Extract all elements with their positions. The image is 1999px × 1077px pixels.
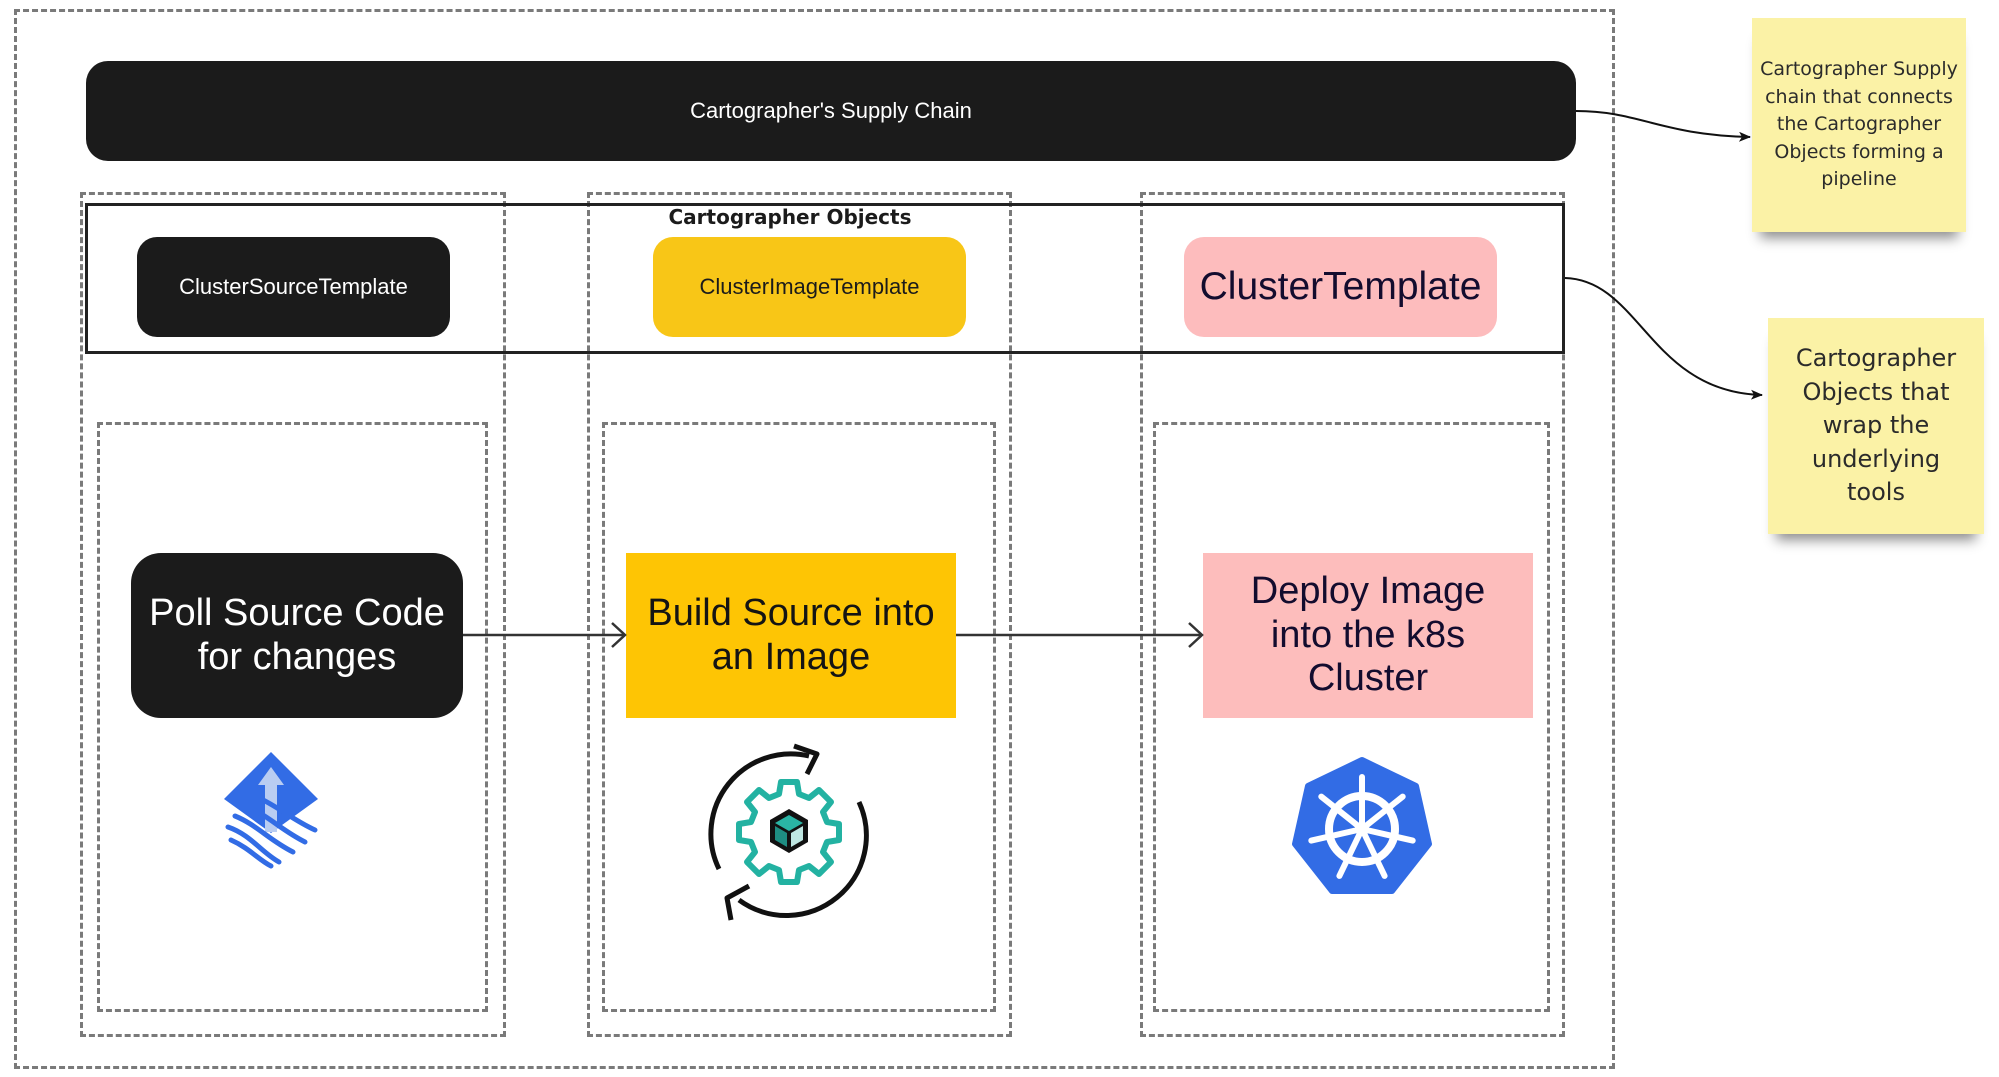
tool-box-image <box>602 422 996 1012</box>
step-label: Deploy Image into the k8s Cluster <box>1250 569 1486 700</box>
cartographer-objects-title: Cartographer Objects <box>668 205 912 229</box>
tool-box-cluster <box>1153 422 1550 1012</box>
cartographer-objects-frame <box>85 203 1565 354</box>
column-cluster <box>1140 192 1565 1037</box>
supply-chain-label: Cartographer's Supply Chain <box>690 98 972 123</box>
template-label: ClusterSourceTemplate <box>179 274 408 299</box>
outer-container <box>14 9 1615 1069</box>
step-label: Build Source into an Image <box>647 591 935 678</box>
step-deploy-cluster: Deploy Image into the k8s Cluster <box>1203 553 1533 718</box>
template-cluster-source: ClusterSourceTemplate <box>137 237 450 337</box>
column-source <box>80 192 506 1037</box>
note-text: Cartographer Supply chain that connects … <box>1760 58 1958 191</box>
tool-box-source <box>97 422 488 1012</box>
template-label: ClusterImageTemplate <box>699 274 920 299</box>
note-text: Cartographer Objects that wrap the under… <box>1795 344 1957 507</box>
template-cluster-image: ClusterImageTemplate <box>653 237 966 337</box>
template-label: ClusterTemplate <box>1199 265 1482 308</box>
sticky-note-objects: Cartographer Objects that wrap the under… <box>1768 318 1984 534</box>
column-image <box>587 192 1012 1037</box>
step-label: Poll Source Code for changes <box>149 591 445 678</box>
step-poll-source: Poll Source Code for changes <box>131 553 463 718</box>
supply-chain-bar: Cartographer's Supply Chain <box>86 61 1576 161</box>
sticky-note-supply-chain: Cartographer Supply chain that connects … <box>1752 18 1966 232</box>
template-cluster: ClusterTemplate <box>1184 237 1497 337</box>
step-build-image: Build Source into an Image <box>626 553 956 718</box>
